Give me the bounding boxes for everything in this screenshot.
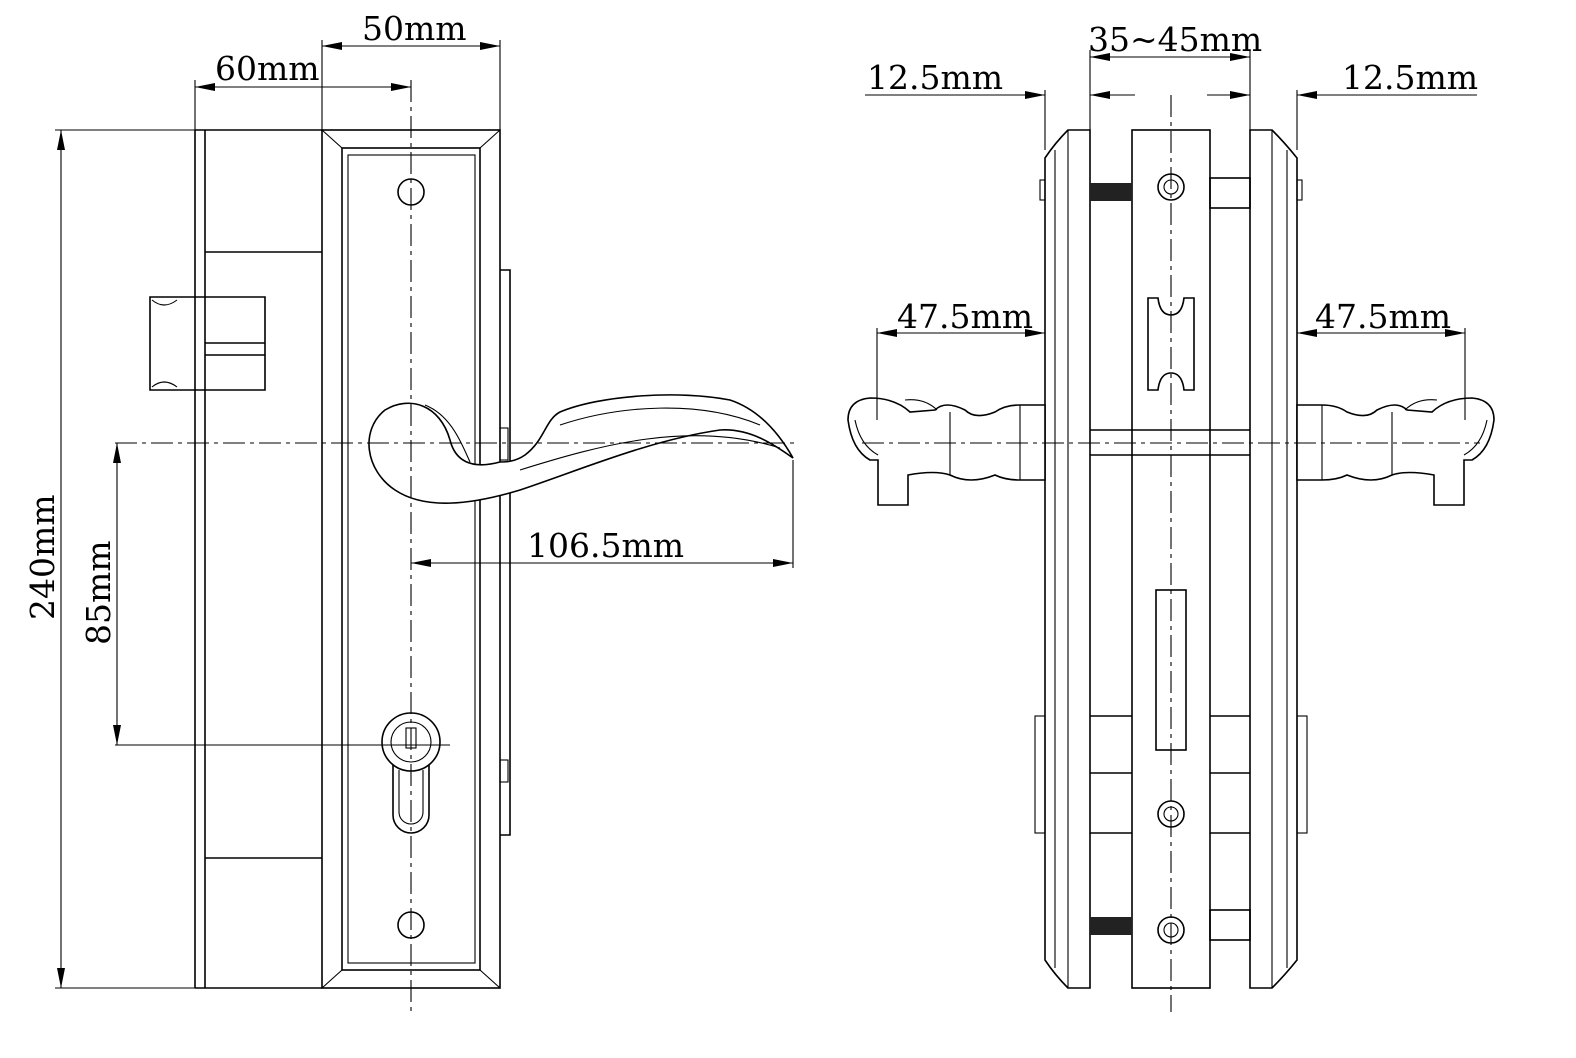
dimension-label: 50mm [362,9,467,48]
dimension-label: 85mm [79,540,118,645]
dimension-label: 35~45mm [1088,20,1262,59]
dimension-60mm: 60mm [194,49,411,130]
dimension-label: 12.5mm [1342,58,1478,97]
dimension-label: 47.5mm [1315,297,1451,336]
dimension-12-5mm-left: 12.5mm [865,58,1135,150]
dimension-240mm: 240mm [23,129,195,989]
dimension-label: 240mm [23,494,62,620]
spindle-and-bolts [1090,177,1251,941]
dimension-label: 47.5mm [897,297,1033,336]
dimension-50mm: 50mm [321,9,501,130]
side-view: 35~45mm 12.5mm 12.5mm 47.5mm 47.5mm [847,20,1495,1012]
dimension-label: 60mm [215,49,320,88]
dimension-47-5mm-right: 47.5mm [1297,297,1466,420]
right-plate [1249,129,1308,989]
latch-bolt [149,296,266,391]
front-view: 50mm 60mm 240mm 85mm 106.5mm [23,9,798,1012]
escutcheon-plate [321,129,511,989]
dimension-12-5mm-right: 12.5mm [1207,58,1478,150]
left-plate [1034,129,1091,989]
dimension-35-45mm: 35~45mm [1088,20,1262,130]
screw-thread-top [1090,183,1132,201]
dimension-85mm: 85mm [79,443,121,745]
screw-thread-bottom [1090,917,1132,935]
dimension-106-5mm: 106.5mm [411,460,794,568]
dimension-label: 12.5mm [867,58,1003,97]
dimension-47-5mm-left: 47.5mm [876,297,1045,420]
dimension-label: 106.5mm [527,526,684,565]
lever-handle [368,394,794,504]
lock-body [194,129,322,989]
